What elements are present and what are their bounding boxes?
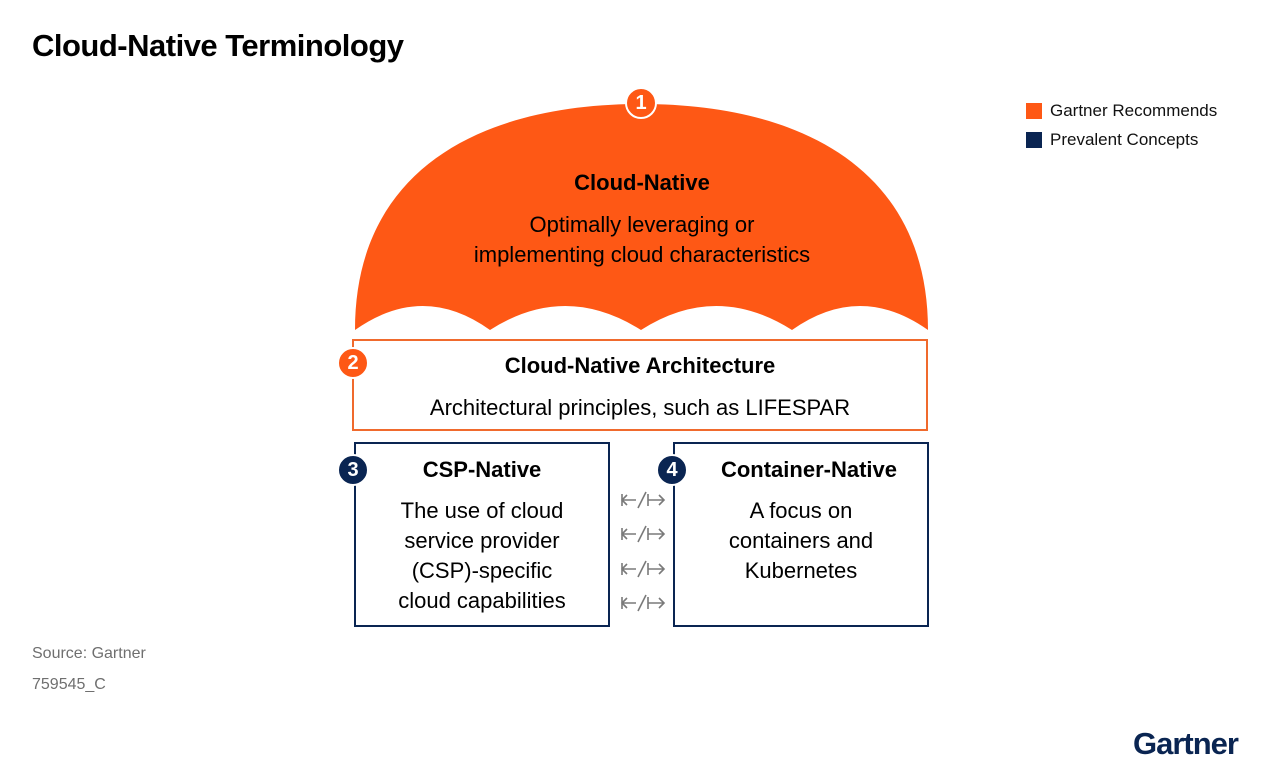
connector-arrows <box>620 491 666 612</box>
container-native-description: A focus on containers and Kubernetes <box>675 496 927 586</box>
source-note: Source: Gartner <box>32 645 146 662</box>
csp-native-heading: CSP-Native <box>422 457 542 482</box>
legend-swatch-orange <box>1026 102 1042 119</box>
umbrella-desc-line: implementing cloud characteristics <box>473 242 811 267</box>
bidirectional-arrow-icon <box>620 491 666 509</box>
csp-native-box: CSP-Native The use of cloud service prov… <box>354 442 610 627</box>
csp-desc-line: The use of cloud <box>400 498 564 523</box>
container-native-heading: Container-Native <box>720 457 898 482</box>
figure-id: 759545_C <box>32 676 106 693</box>
badge-1: 1 <box>625 87 657 119</box>
legend: Gartner Recommends Prevalent Concepts <box>1026 96 1217 154</box>
gartner-logo: Gartner <box>1133 726 1239 761</box>
legend-label: Gartner Recommends <box>1050 100 1218 120</box>
umbrella-description: Optimally leveraging or implementing clo… <box>355 210 929 270</box>
page-title: Cloud-Native Terminology <box>32 28 404 63</box>
container-native-box: Container-Native A focus on containers a… <box>673 442 929 627</box>
badge-3: 3 <box>337 454 369 486</box>
legend-swatch-navy <box>1026 131 1042 148</box>
umbrella-desc-line: Optimally leveraging or <box>529 212 755 237</box>
legend-label: Prevalent Concepts <box>1050 129 1199 149</box>
csp-desc-line: service provider <box>404 528 560 553</box>
badge-2: 2 <box>337 347 369 379</box>
bidirectional-arrow-icon <box>620 594 666 612</box>
container-desc-line: Kubernetes <box>744 558 858 583</box>
umbrella-canopy <box>355 104 928 330</box>
architecture-heading: Cloud-Native Architecture <box>504 353 776 378</box>
architecture-box: Cloud-Native Architecture Architectural … <box>352 339 928 431</box>
csp-desc-line: cloud capabilities <box>398 588 566 613</box>
bidirectional-arrow-icon <box>620 525 666 543</box>
container-desc-line: A focus on <box>749 498 853 523</box>
legend-item-gartner-recommends: Gartner Recommends <box>1026 96 1217 125</box>
csp-desc-line: (CSP)-specific <box>411 558 553 583</box>
container-desc-line: containers and <box>728 528 874 553</box>
badge-4: 4 <box>656 454 688 486</box>
csp-native-description: The use of cloud service provider (CSP)-… <box>356 496 608 616</box>
umbrella-heading: Cloud-Native <box>574 170 710 195</box>
bidirectional-arrow-icon <box>620 560 666 578</box>
architecture-description: Architectural principles, such as LIFESP… <box>429 395 851 420</box>
legend-item-prevalent-concepts: Prevalent Concepts <box>1026 125 1217 154</box>
